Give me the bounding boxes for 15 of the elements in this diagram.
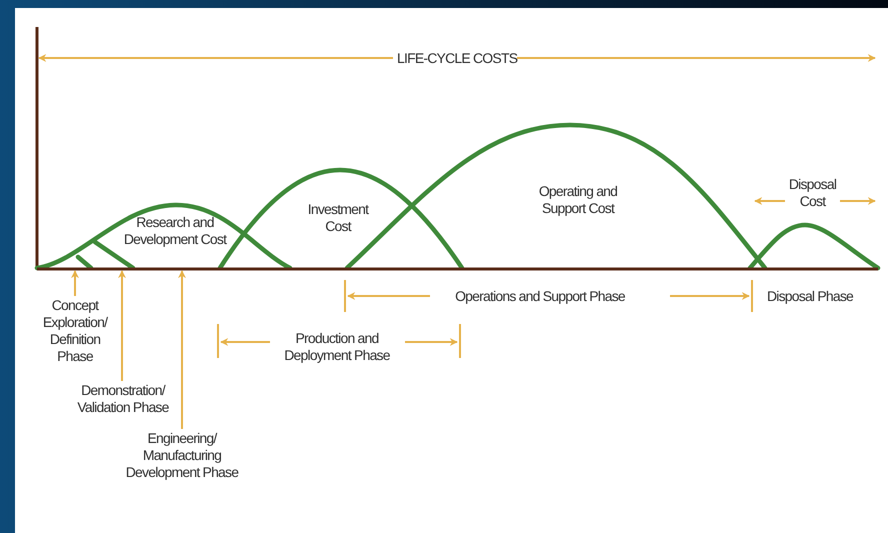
- time-axis: [37, 268, 878, 270]
- cost-label: Research and Development Cost: [122, 214, 228, 248]
- cost-label: Investment Cost: [306, 201, 370, 235]
- leader-line: [118, 270, 126, 381]
- phase-label: Production and Deployment Phase: [283, 330, 391, 364]
- phase-label: Operations and Support Phase: [454, 288, 626, 305]
- leader-line: [178, 270, 186, 429]
- leader-line: [71, 270, 79, 296]
- phase-label: Concept Exploration/ Definition Phase: [35, 297, 115, 365]
- chart-title: LIFE-CYCLE COSTS: [397, 50, 515, 67]
- cost-label: Disposal Cost: [788, 176, 838, 210]
- phase-label: Disposal Phase: [766, 288, 854, 305]
- phase-label: Engineering/ Manufacturing Development Phase: [112, 430, 252, 481]
- cost-label: Operating and Support Cost: [538, 183, 618, 217]
- phase-label: Demonstration/ Validation Phase: [68, 382, 178, 416]
